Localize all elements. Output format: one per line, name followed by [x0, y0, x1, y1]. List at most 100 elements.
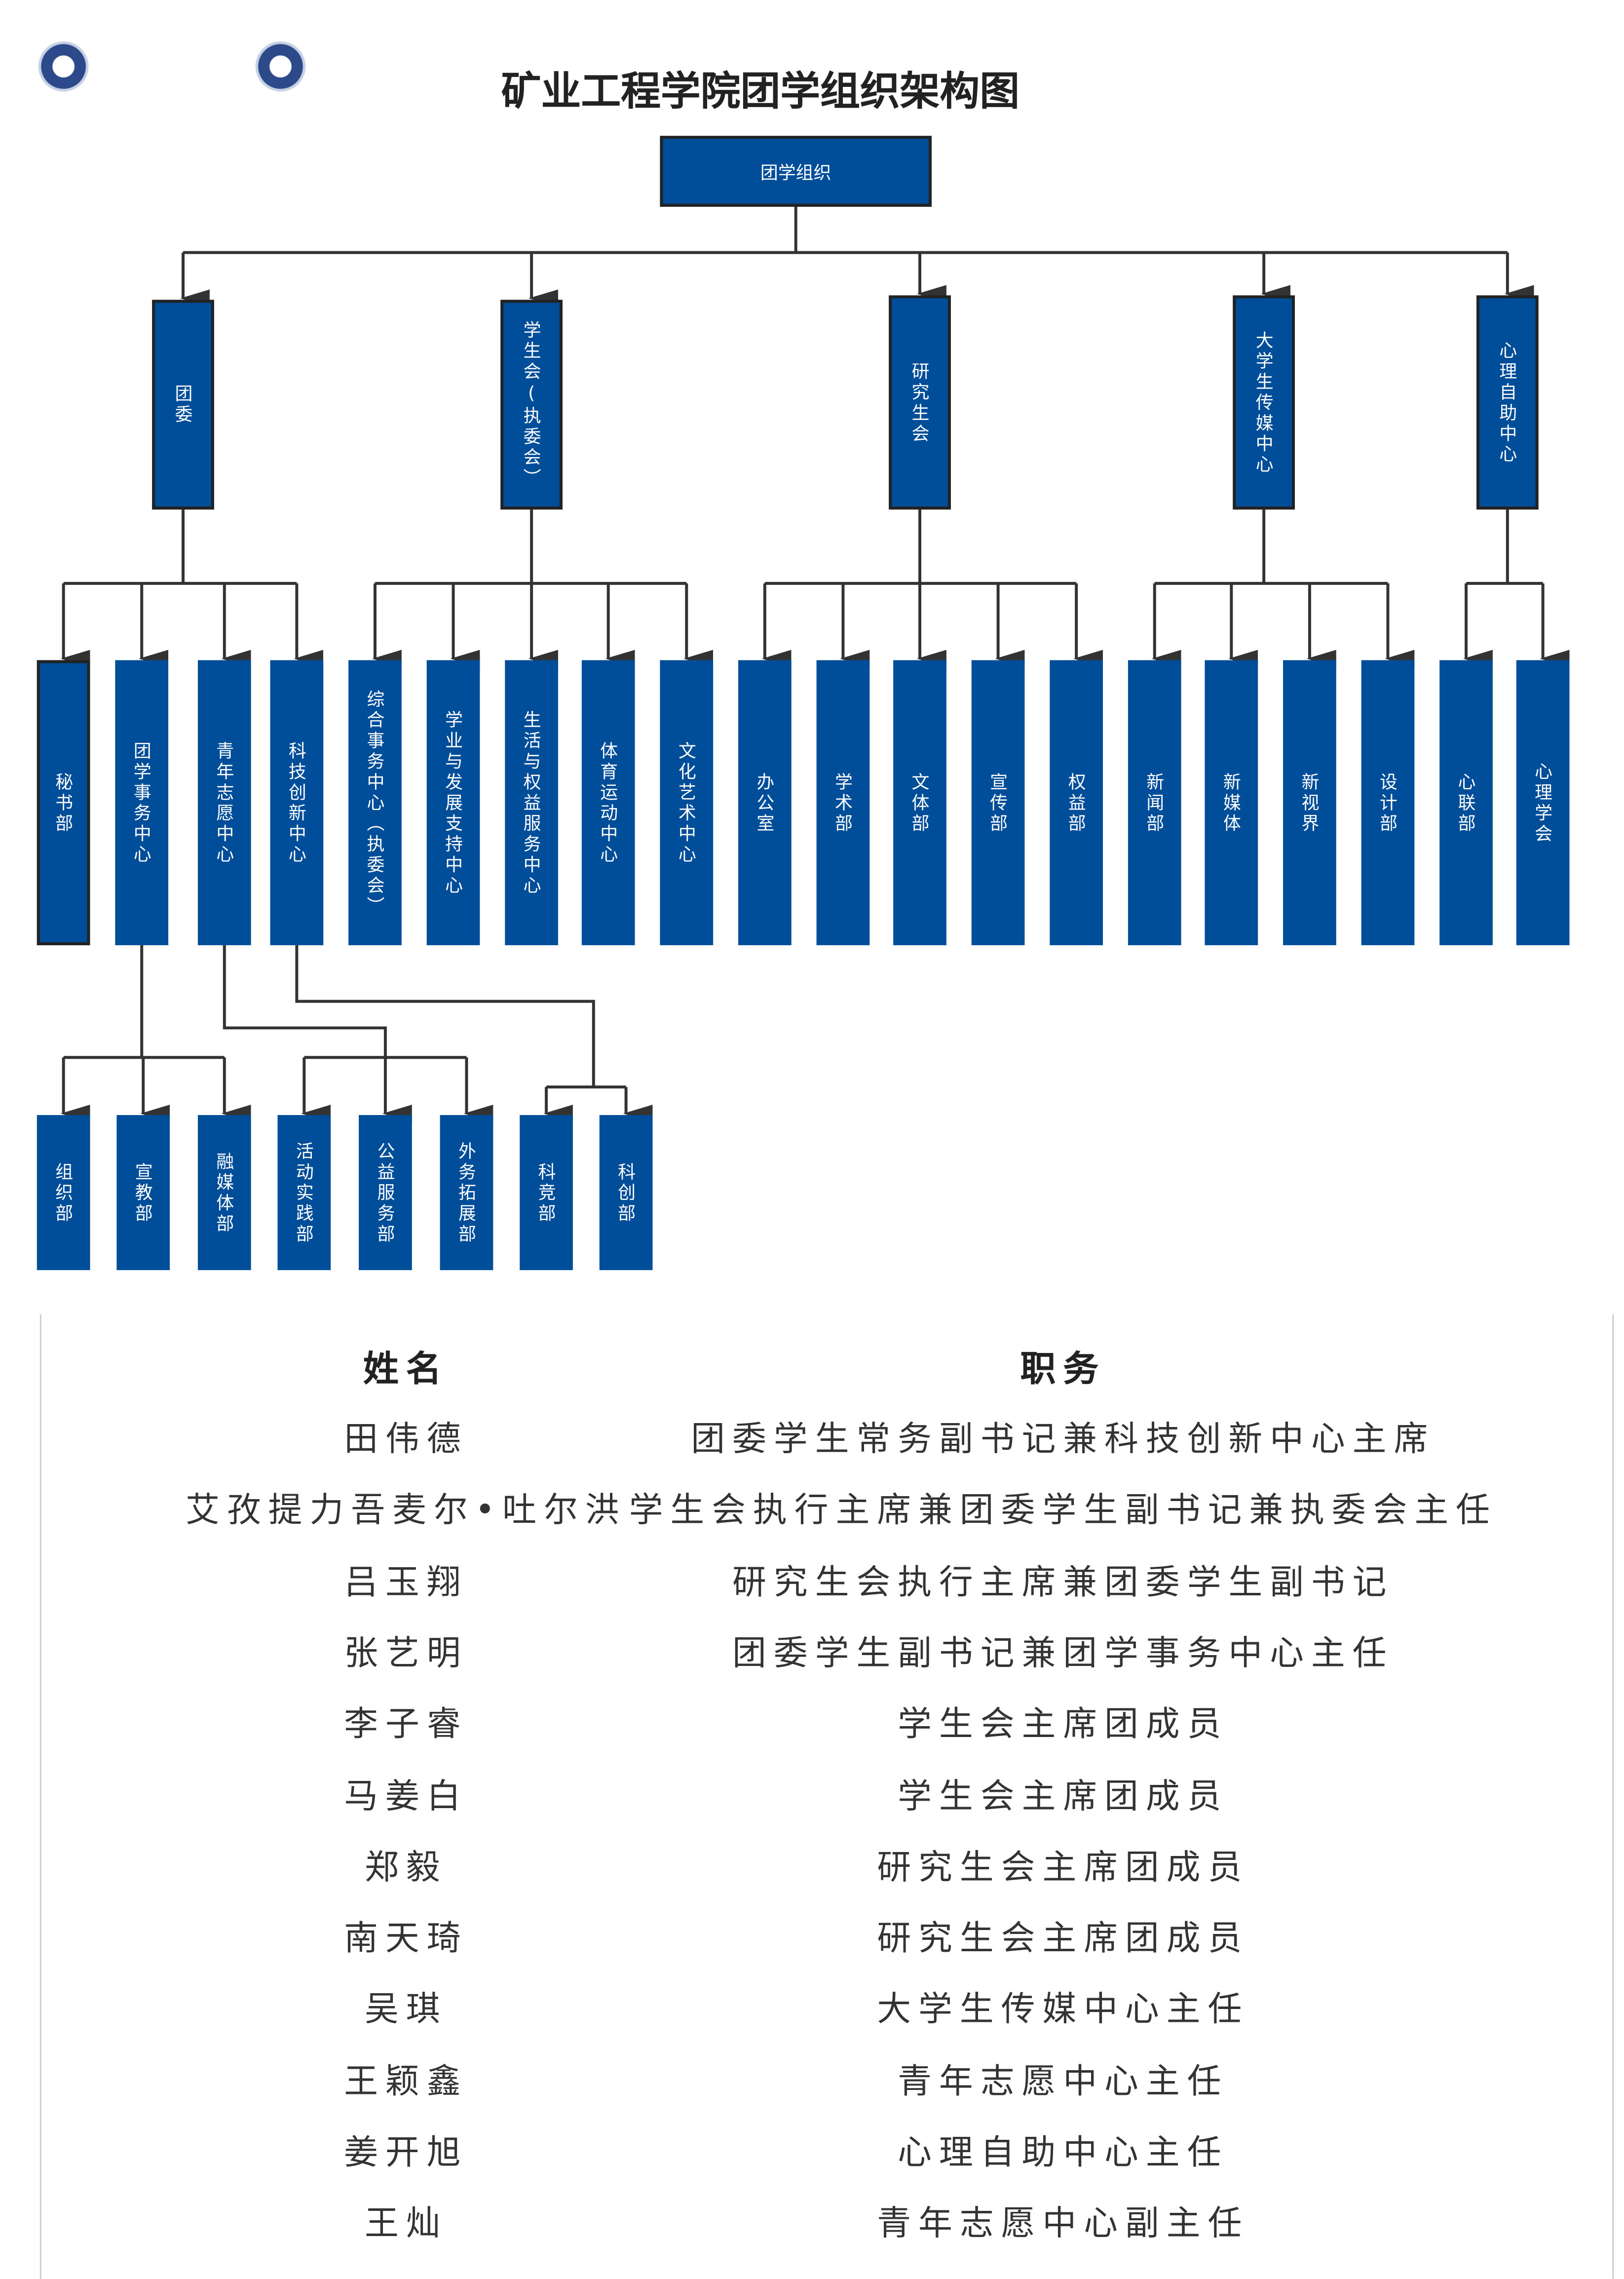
connector	[223, 945, 387, 1058]
row-position: 团委学生副书记兼团学事务中心主任	[732, 1634, 1394, 1673]
level2-node-label: 心联部	[1456, 772, 1476, 834]
level3-node-label: 科创部	[615, 1161, 637, 1224]
root-node: 团学组织	[660, 136, 932, 207]
level2-node-label: 设计部	[1377, 772, 1398, 834]
row-position: 青年志愿中心主任	[898, 2062, 1229, 2101]
level3-node: 外务拓展部	[440, 1115, 493, 1271]
level2-node-label: 新闻部	[1144, 772, 1165, 834]
row-name: 马姜白	[344, 1777, 468, 1816]
level3-node-label: 组织部	[53, 1161, 74, 1224]
row-name: 田伟德	[344, 1421, 468, 1460]
level2-node: 学业与发展支持中心	[426, 660, 480, 945]
level1-node-label: 大学生传媒中心	[1253, 330, 1275, 475]
row-name: 姜开旭	[344, 2134, 468, 2173]
level2-node: 团学事务中心	[115, 660, 169, 945]
level3-node: 组织部	[37, 1115, 90, 1271]
level2-node-label: 科技创新中心	[286, 740, 307, 865]
level2-node: 权益部	[1050, 660, 1103, 945]
row-name: 吕玉翔	[344, 1563, 468, 1602]
level2-node-label: 办公室	[754, 772, 775, 834]
level3-node: 公益服务部	[359, 1115, 412, 1271]
row-position: 学生会主席团成员	[898, 1777, 1229, 1816]
row-position: 学生会主席团成员	[898, 1706, 1229, 1745]
row-name: 李子睿	[344, 1706, 468, 1745]
row-position: 研究生会主席团成员	[877, 1920, 1249, 1959]
connector-lines	[60, 206, 1570, 1122]
level2-node-label: 新媒体	[1221, 772, 1242, 834]
level3-node: 科创部	[599, 1115, 653, 1271]
level1-node-label: 研究生会	[909, 361, 930, 444]
level2-node-label: 权益部	[1066, 772, 1087, 834]
level2-node: 设计部	[1361, 660, 1415, 945]
level3-node-label: 宣教部	[133, 1161, 154, 1224]
level3-node-label: 融媒体部	[214, 1151, 235, 1234]
header-position: 职务	[1020, 1347, 1106, 1390]
row-position: 心理自助中心主任	[898, 2134, 1229, 2173]
level3-node: 活动实践部	[277, 1115, 331, 1271]
university-logo	[38, 41, 89, 92]
level3-node-label: 活动实践部	[294, 1141, 315, 1244]
table-frame	[39, 1314, 1614, 2279]
level3-node: 宣教部	[116, 1115, 170, 1271]
level3-node-label: 公益服务部	[375, 1141, 396, 1244]
level3-node: 科竞部	[520, 1115, 573, 1271]
row-position: 团委学生常务副书记兼科技创新中心主席	[691, 1421, 1435, 1460]
level3-node-label: 外务拓展部	[456, 1141, 477, 1244]
level2-node: 心联部	[1439, 660, 1493, 945]
level2-node: 新闻部	[1128, 660, 1181, 945]
level2-node-label: 生活与权益服务中心	[521, 709, 542, 896]
row-name: 郑毅	[365, 1849, 448, 1888]
level2-node: 新媒体	[1205, 660, 1258, 945]
row-name: 艾孜提力吾麦尔•吐尔洪	[186, 1492, 627, 1531]
level2-node: 文化艺术中心	[660, 660, 714, 945]
level3-node: 融媒体部	[197, 1115, 251, 1271]
row-position: 青年志愿中心副主任	[877, 2205, 1249, 2244]
row-position: 研究生会主席团成员	[877, 1849, 1249, 1888]
level1-node: 大学生传媒中心	[1233, 295, 1295, 510]
level2-node-label: 宣传部	[987, 772, 1009, 834]
row-name: 吴琪	[365, 1991, 448, 2030]
row-position: 大学生传媒中心主任	[877, 1991, 1249, 2030]
level2-node: 秘书部	[37, 660, 90, 945]
header-name: 姓名	[363, 1347, 449, 1390]
level2-node-label: 秘书部	[53, 772, 74, 834]
level2-node: 生活与权益服务中心	[505, 660, 558, 945]
row-position: 研究生会执行主席兼团委学生副书记	[732, 1563, 1394, 1602]
level2-node-label: 新视界	[1299, 772, 1320, 834]
level1-node-label: 心理自助中心	[1497, 340, 1518, 464]
level2-node: 新视界	[1283, 660, 1336, 945]
level2-node-label: 学业与发展支持中心	[443, 709, 464, 896]
level2-node: 综合事务中心（执委会）	[348, 660, 402, 945]
level2-node-label: 心理学会	[1532, 761, 1553, 844]
level2-node: 青年志愿中心	[197, 660, 251, 945]
level2-node: 体育运动中心	[581, 660, 635, 945]
level2-node-label: 团学事务中心	[131, 740, 152, 865]
level2-node-label: 青年志愿中心	[214, 740, 235, 865]
level2-node: 办公室	[738, 660, 792, 945]
row-name: 南天琦	[344, 1920, 468, 1959]
level2-node-label: 文化艺术中心	[676, 740, 697, 865]
level3-node-label: 科竞部	[536, 1161, 557, 1224]
level2-node-label: 文体部	[909, 772, 930, 834]
level2-node-label: 体育运动中心	[598, 740, 619, 865]
level2-node: 心理学会	[1516, 660, 1570, 945]
level2-node: 文体部	[893, 660, 946, 945]
level1-node: 研究生会	[889, 295, 951, 510]
level2-node-label: 综合事务中心（执委会）	[365, 689, 385, 917]
level2-node-label: 学术部	[832, 772, 854, 834]
level1-node: 心理自助中心	[1476, 295, 1539, 510]
row-position: 学生会执行主席兼团委学生副书记兼执委会主任	[629, 1492, 1497, 1531]
connector	[295, 945, 595, 1087]
page-title: 矿业工程学院团学组织架构图	[501, 69, 1020, 116]
college-logo	[255, 41, 306, 92]
level2-node: 宣传部	[971, 660, 1025, 945]
root-label: 团学组织	[760, 161, 831, 183]
level2-node: 科技创新中心	[270, 660, 324, 945]
level1-node-label: 学生会(执委会）	[521, 320, 542, 489]
level1-node: 团委	[152, 300, 214, 510]
level1-node: 学生会(执委会）	[500, 300, 563, 510]
level2-node: 学术部	[816, 660, 870, 945]
row-name: 王颖鑫	[344, 2062, 468, 2101]
level1-node-label: 团委	[173, 384, 193, 425]
